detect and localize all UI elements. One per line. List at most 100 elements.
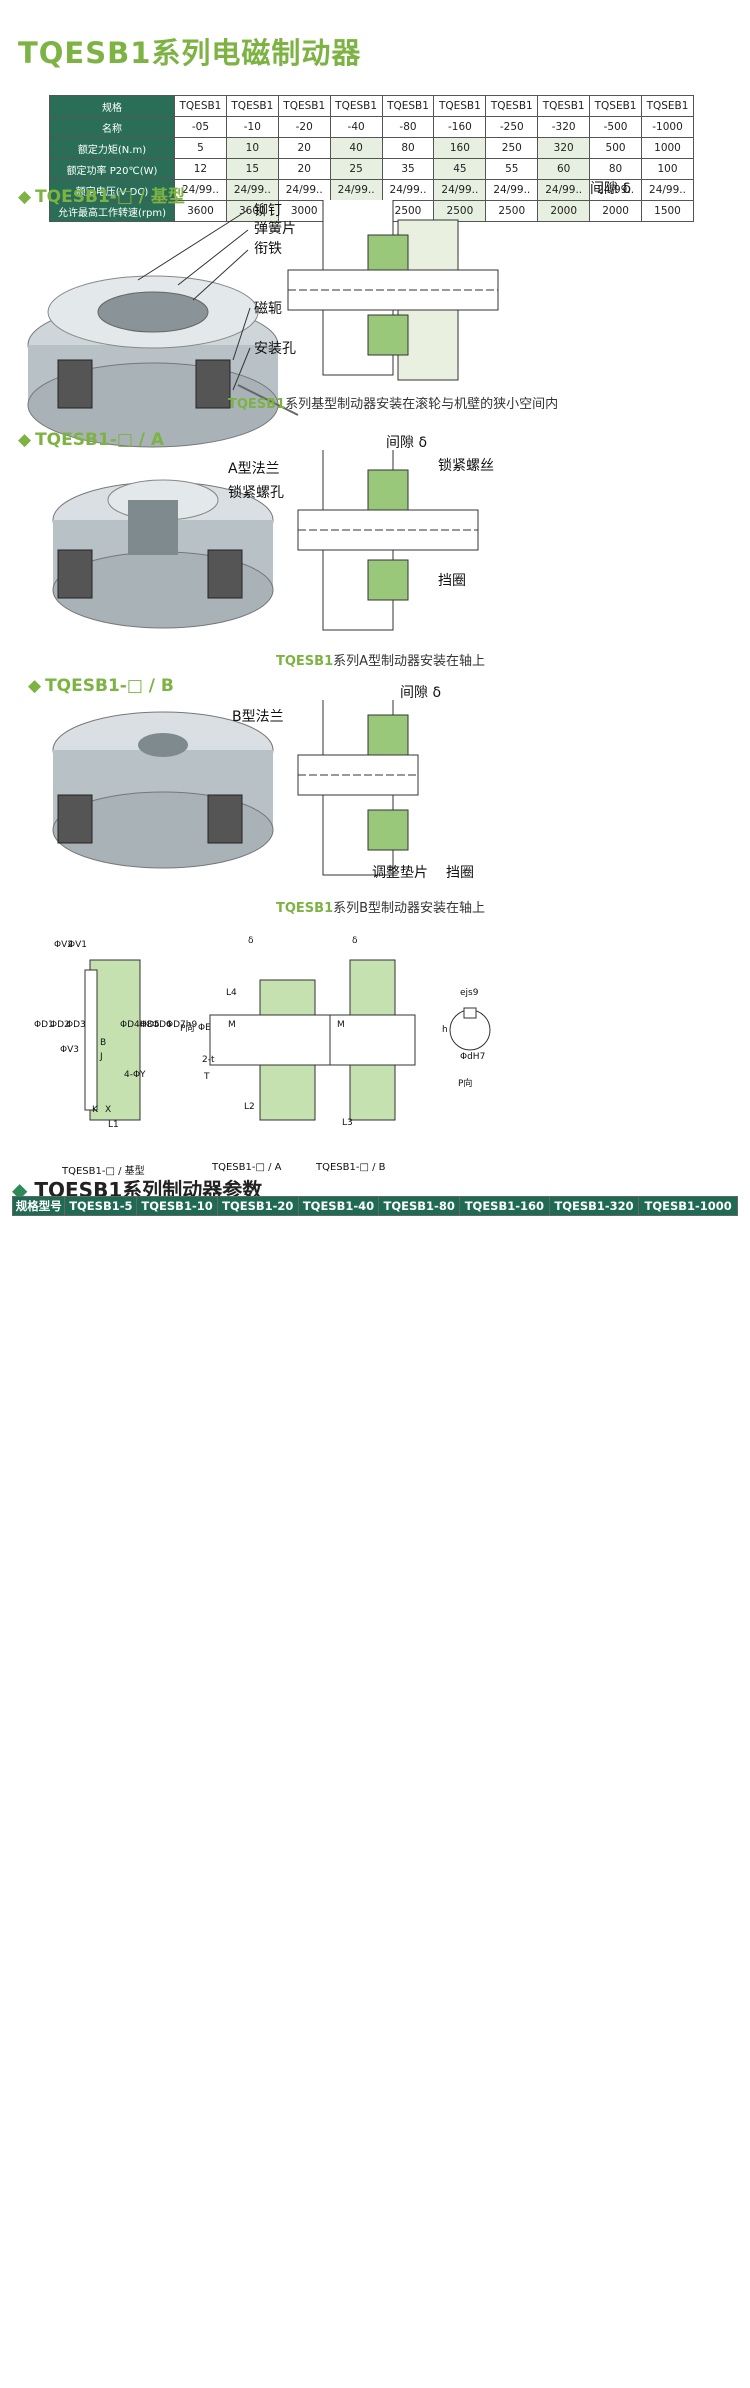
label-gap-a: 间隙 δ [386, 435, 428, 451]
params-header-cell: TQESB1-10 [136, 1196, 218, 1216]
diamond-icon: ◆ [18, 430, 32, 450]
params-header-cell: TQESB1-320 [548, 1196, 640, 1216]
spec-cell: -1000 [641, 116, 694, 138]
spec-cell: 500 [589, 137, 643, 159]
spec-cell: 1000 [641, 137, 694, 159]
spec-cell: 24/99.. [433, 179, 487, 201]
caption-b: TQESB1系列B型制动器安装在轴上 [276, 897, 485, 916]
section-heading-text: TQESB1-□ / B [45, 676, 174, 696]
label-gap: 间隙 δ [590, 181, 632, 197]
spec-cell: 35 [381, 158, 435, 180]
spec-cell: 20 [277, 137, 331, 159]
dim-l1: L1 [108, 1120, 119, 1130]
dim-d3: ΦD3 [66, 1020, 86, 1030]
dim-l2: L2 [244, 1102, 255, 1112]
spec-cell: 15 [225, 158, 279, 180]
dim-d1: ΦD1 [34, 1020, 54, 1030]
a-type-illustration [52, 450, 479, 631]
spec-row: 允许最高工作转速(rpm)360036003000300025002500250… [49, 200, 694, 222]
caption-text: 系列A型制动器安装在轴上 [333, 654, 486, 669]
b-type-illustration [52, 700, 419, 876]
spec-row-label: 规格 [49, 95, 175, 117]
spec-cell: -05 [174, 116, 227, 138]
dim-t: T [204, 1072, 210, 1082]
spec-row-label: 名称 [49, 116, 175, 138]
drawing-caption-b: TQESB1-□ / B [316, 1162, 386, 1173]
spec-cell: TQESB1 [433, 95, 487, 117]
keyway-p-view: P向 [458, 1079, 473, 1089]
label-retainer-b: 挡圈 [446, 865, 474, 881]
basic-type-illustration [27, 200, 499, 448]
spec-cell: -20 [277, 116, 331, 138]
label-spring: 弹簧片 [254, 221, 296, 237]
caption-code: TQESB1 [276, 654, 334, 669]
spec-cell: 24/99.. [381, 179, 435, 201]
dim-x: X [105, 1105, 112, 1115]
dim-k: K [92, 1105, 98, 1115]
spec-row-label: 允许最高工作转速(rpm) [49, 200, 175, 222]
spec-cell: 24/99.. [485, 179, 539, 201]
caption-text: 系列基型制动器安装在滚轮与机壁的狭小空间内 [285, 397, 559, 412]
spec-cell: 24/99.. [329, 179, 383, 201]
label-gap-b: 间隙 δ [400, 685, 442, 701]
params-header-cell: 规格型号 [11, 1196, 66, 1216]
spec-cell: 100 [641, 158, 694, 180]
spec-cell: 24/99.. [277, 179, 331, 201]
label-mount-hole: 安装孔 [254, 341, 296, 357]
dim-e: ΦE [198, 1023, 211, 1033]
params-header-cell: TQESB1-40 [297, 1196, 380, 1216]
dim-v1: ΦV1 [68, 940, 87, 950]
spec-cell: -500 [589, 116, 643, 138]
params-table: 规格型号 TQESB1-5 TQESB1-10 TQESB1-20 TQESB1… [11, 1196, 738, 1216]
spec-cell: TQESB1 [329, 95, 383, 117]
spec-cell: -40 [329, 116, 383, 138]
spec-cell: 1500 [641, 200, 694, 222]
spec-row: 名称-05-10-20-40-80-160-250-320-500-1000 [49, 116, 694, 138]
spec-cell: TQESB1 [485, 95, 539, 117]
technical-drawings [84, 959, 491, 1121]
spec-cell: 320 [537, 137, 591, 159]
spec-cell: 40 [329, 137, 383, 159]
keyway-ejs9: ejs9 [460, 988, 479, 998]
dim-b: B [100, 1038, 107, 1048]
spec-cell: 3000 [277, 200, 331, 222]
params-header-cell: TQESB1-1000 [638, 1196, 738, 1216]
spec-cell: TQSEB1 [589, 95, 643, 117]
dim-l4: L4 [226, 988, 237, 998]
spec-cell: -80 [381, 116, 435, 138]
spec-cell: 2500 [485, 200, 539, 222]
drawing-caption-a: TQESB1-□ / A [212, 1162, 282, 1173]
spec-cell: 250 [485, 137, 539, 159]
spec-cell: 2000 [589, 200, 643, 222]
spec-cell: -320 [537, 116, 591, 138]
params-header-cell: TQESB1-5 [64, 1196, 138, 1216]
spec-cell: 5 [174, 137, 227, 159]
dim-delta-b: δ [352, 936, 358, 946]
spec-cell: TQESB1 [277, 95, 331, 117]
spec-cell: 2500 [433, 200, 487, 222]
caption-text: 系列B型制动器安装在轴上 [333, 901, 486, 916]
spec-cell: -10 [225, 116, 279, 138]
label-retainer-a: 挡圈 [438, 573, 466, 589]
spec-cell: 160 [433, 137, 487, 159]
params-header-cell: TQESB1-160 [459, 1196, 550, 1216]
drawing-caption-basic: TQESB1-□ / 基型 [62, 1166, 145, 1177]
spec-cell: 80 [381, 137, 435, 159]
dim-l3: L3 [342, 1118, 353, 1128]
page-title: TQESB1系列电磁制动器 [18, 36, 362, 70]
spec-cell: 20 [277, 158, 331, 180]
keyway-dh7: ΦdH7 [460, 1052, 486, 1062]
dim-m-b: M [337, 1020, 345, 1030]
spec-cell: 80 [589, 158, 643, 180]
params-header-cell: TQESB1-20 [216, 1196, 299, 1216]
spec-cell: 60 [537, 158, 591, 180]
spec-cell: -250 [485, 116, 539, 138]
spec-cell: TQESB1 [537, 95, 591, 117]
dim-2t: 2-t [202, 1055, 215, 1065]
label-shim: 调整垫片 [372, 865, 428, 881]
spec-cell: 2000 [537, 200, 591, 222]
